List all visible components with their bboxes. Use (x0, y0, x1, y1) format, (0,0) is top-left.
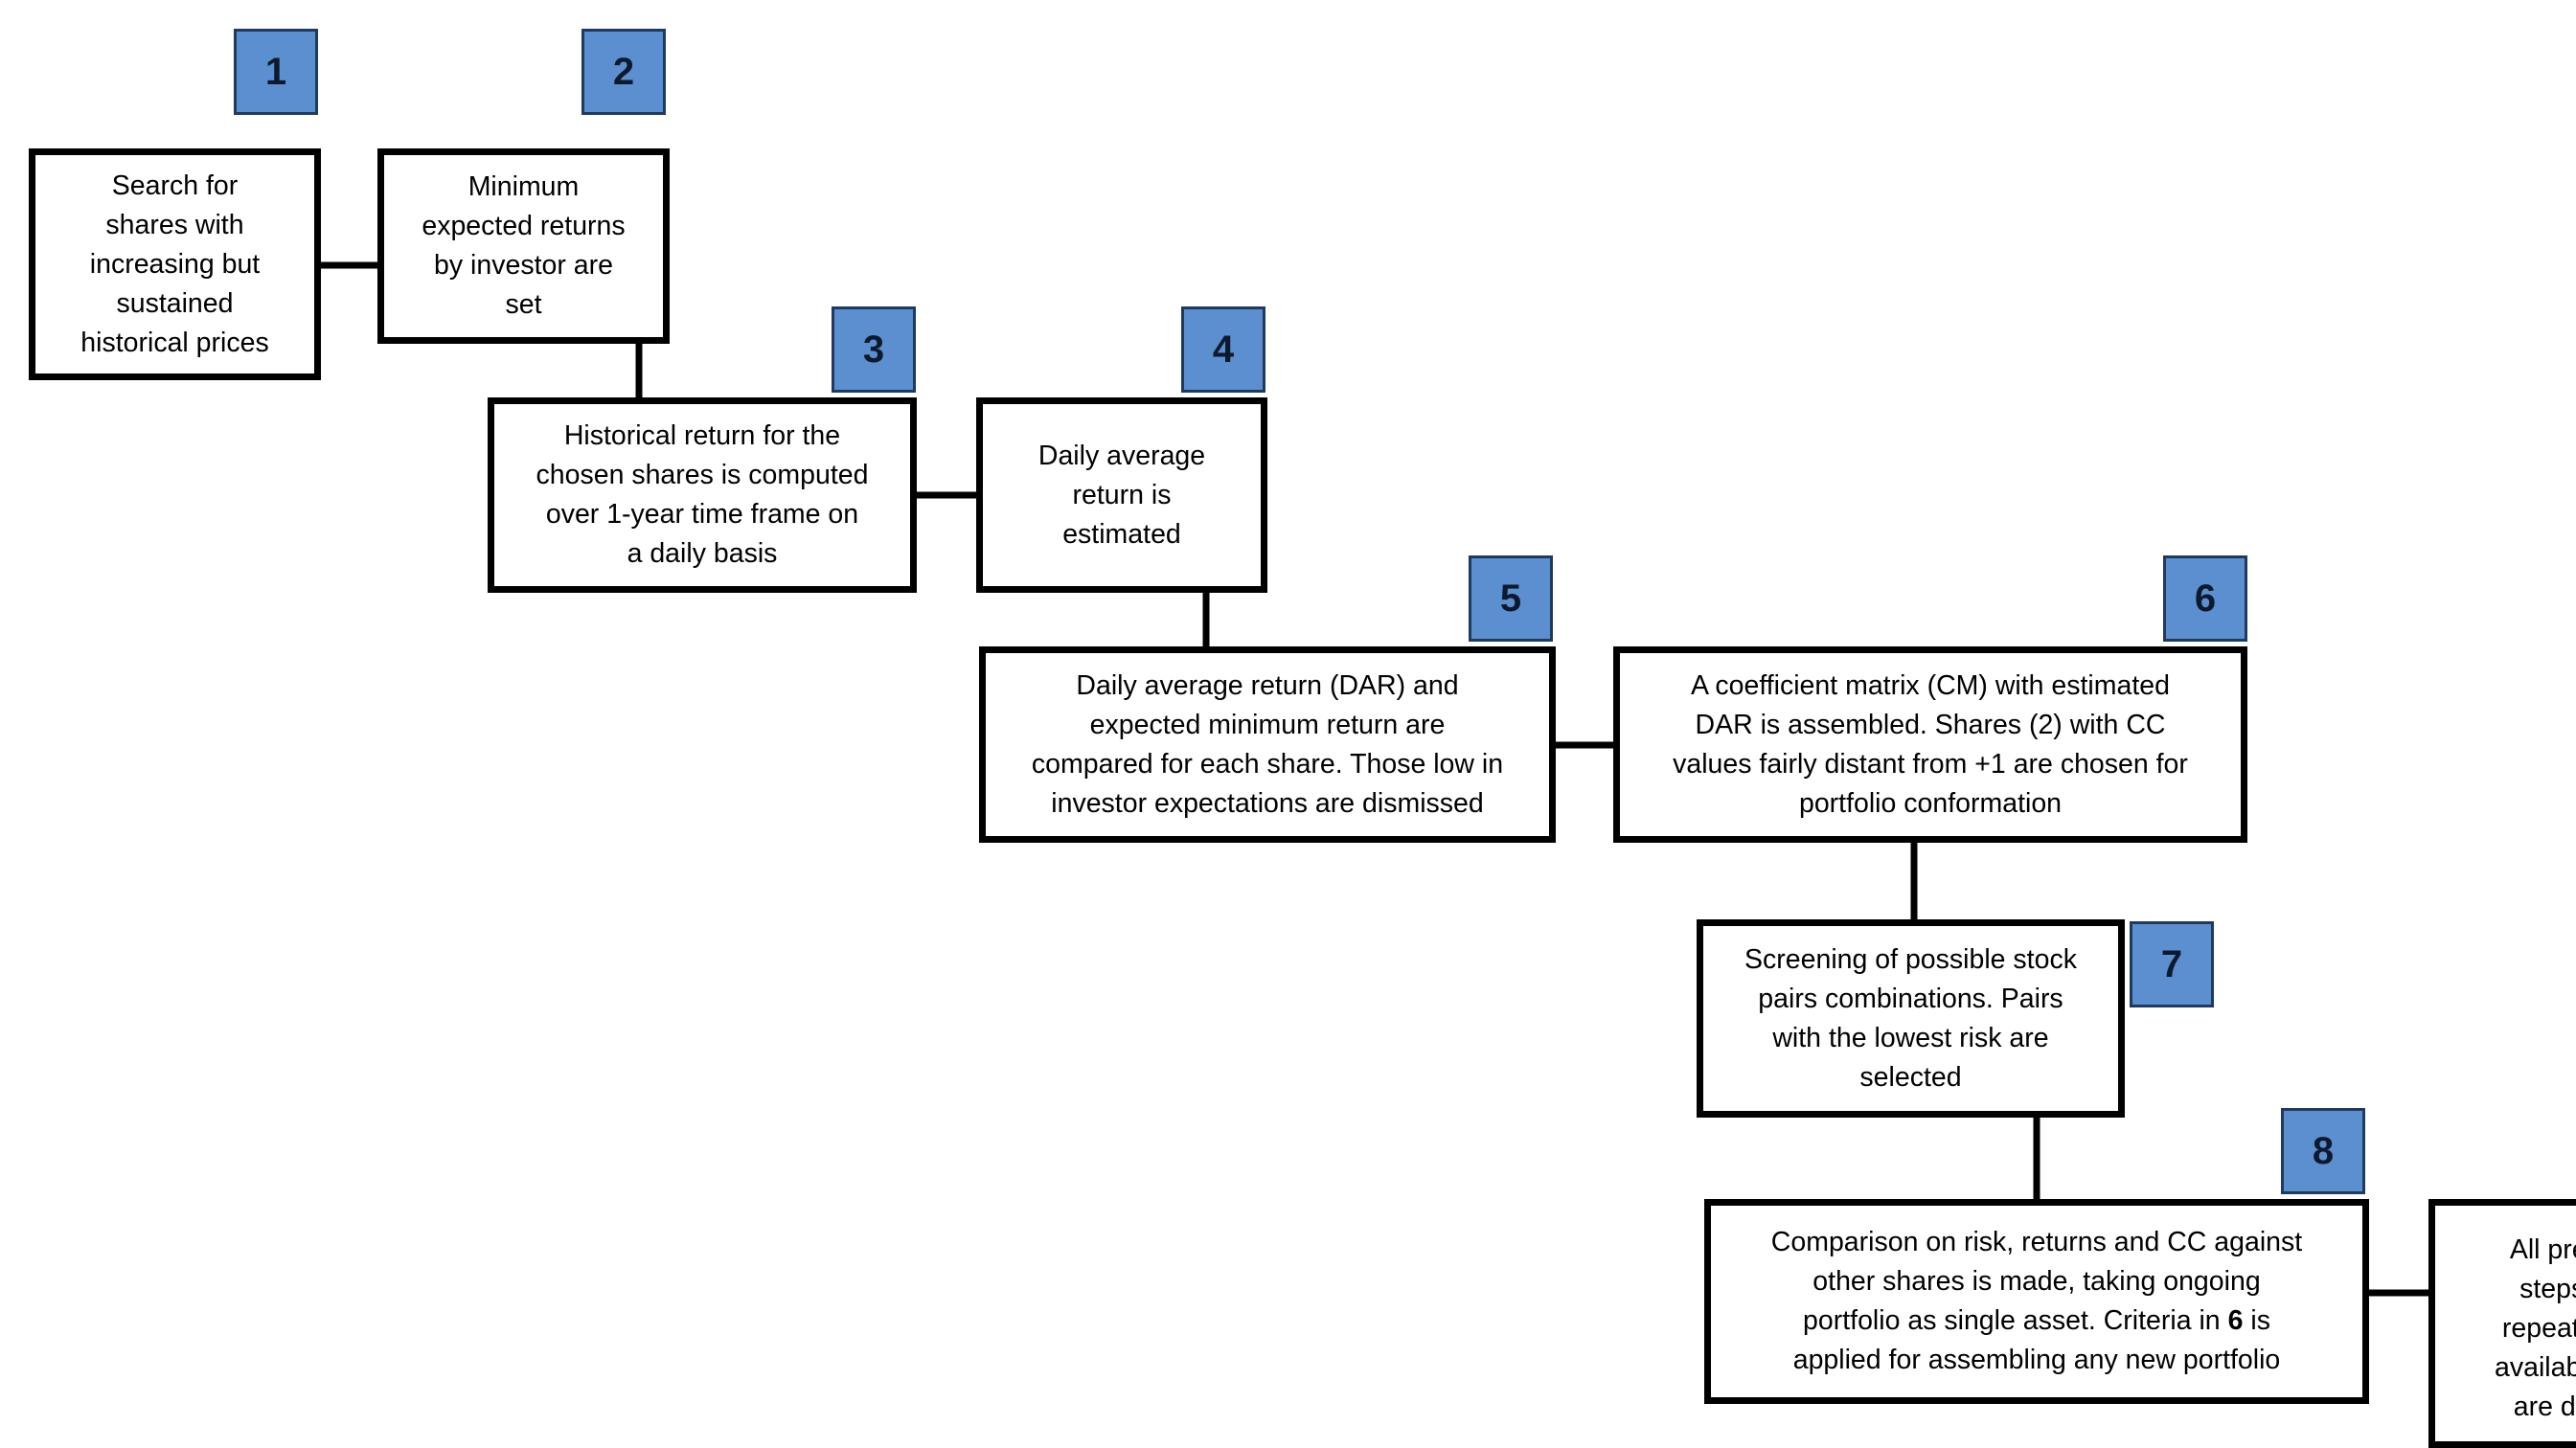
step-5-box: Daily average return (DAR) and expected … (979, 646, 1556, 843)
step-4-badge: 4 (1181, 306, 1265, 393)
step-2-box: Minimum expected returns by investor are… (377, 148, 670, 344)
step-5-badge: 5 (1469, 555, 1553, 642)
step-6-box: A coefficient matrix (CM) with estimated… (1613, 646, 2247, 843)
step-7-badge: 7 (2130, 921, 2214, 1007)
step-7-text: Screening of possible stock pairs combin… (1744, 943, 2077, 1093)
step-6-badge: 6 (2163, 555, 2247, 642)
step-1-text: Search for shares with increasing but su… (80, 170, 269, 358)
step-8-box: Comparison on risk, returns and CC again… (1704, 1199, 2369, 1404)
step-2-text: Minimum expected returns by investor are… (422, 171, 626, 320)
step-5-text: Daily average return (DAR) and expected … (1031, 669, 1504, 819)
step-8-text: Comparison on risk, returns and CC again… (1770, 1227, 2303, 1375)
step-8-criteria-ref: 6 (2227, 1305, 2244, 1336)
step-9-text: All pre steps repeate available are de (2495, 1234, 2576, 1422)
step-3-text: Historical return for the chosen shares … (536, 420, 869, 569)
step-7-box: Screening of possible stock pairs combin… (1697, 919, 2125, 1118)
step-1-box: Search for shares with increasing but su… (29, 148, 321, 380)
step-1-badge: 1 (234, 29, 318, 115)
step-9-partial-box: All pre steps repeate available are de (2428, 1199, 2576, 1448)
step-8-badge: 8 (2281, 1108, 2365, 1194)
step-6-text: A coefficient matrix (CM) with estimated… (1673, 669, 2188, 819)
step-4-box: Daily average return is estimated (976, 397, 1267, 593)
step-4-text: Daily average return is estimated (1037, 440, 1206, 550)
step-3-badge: 3 (832, 306, 916, 393)
step-3-box: Historical return for the chosen shares … (488, 397, 917, 593)
step-2-badge: 2 (581, 29, 666, 115)
